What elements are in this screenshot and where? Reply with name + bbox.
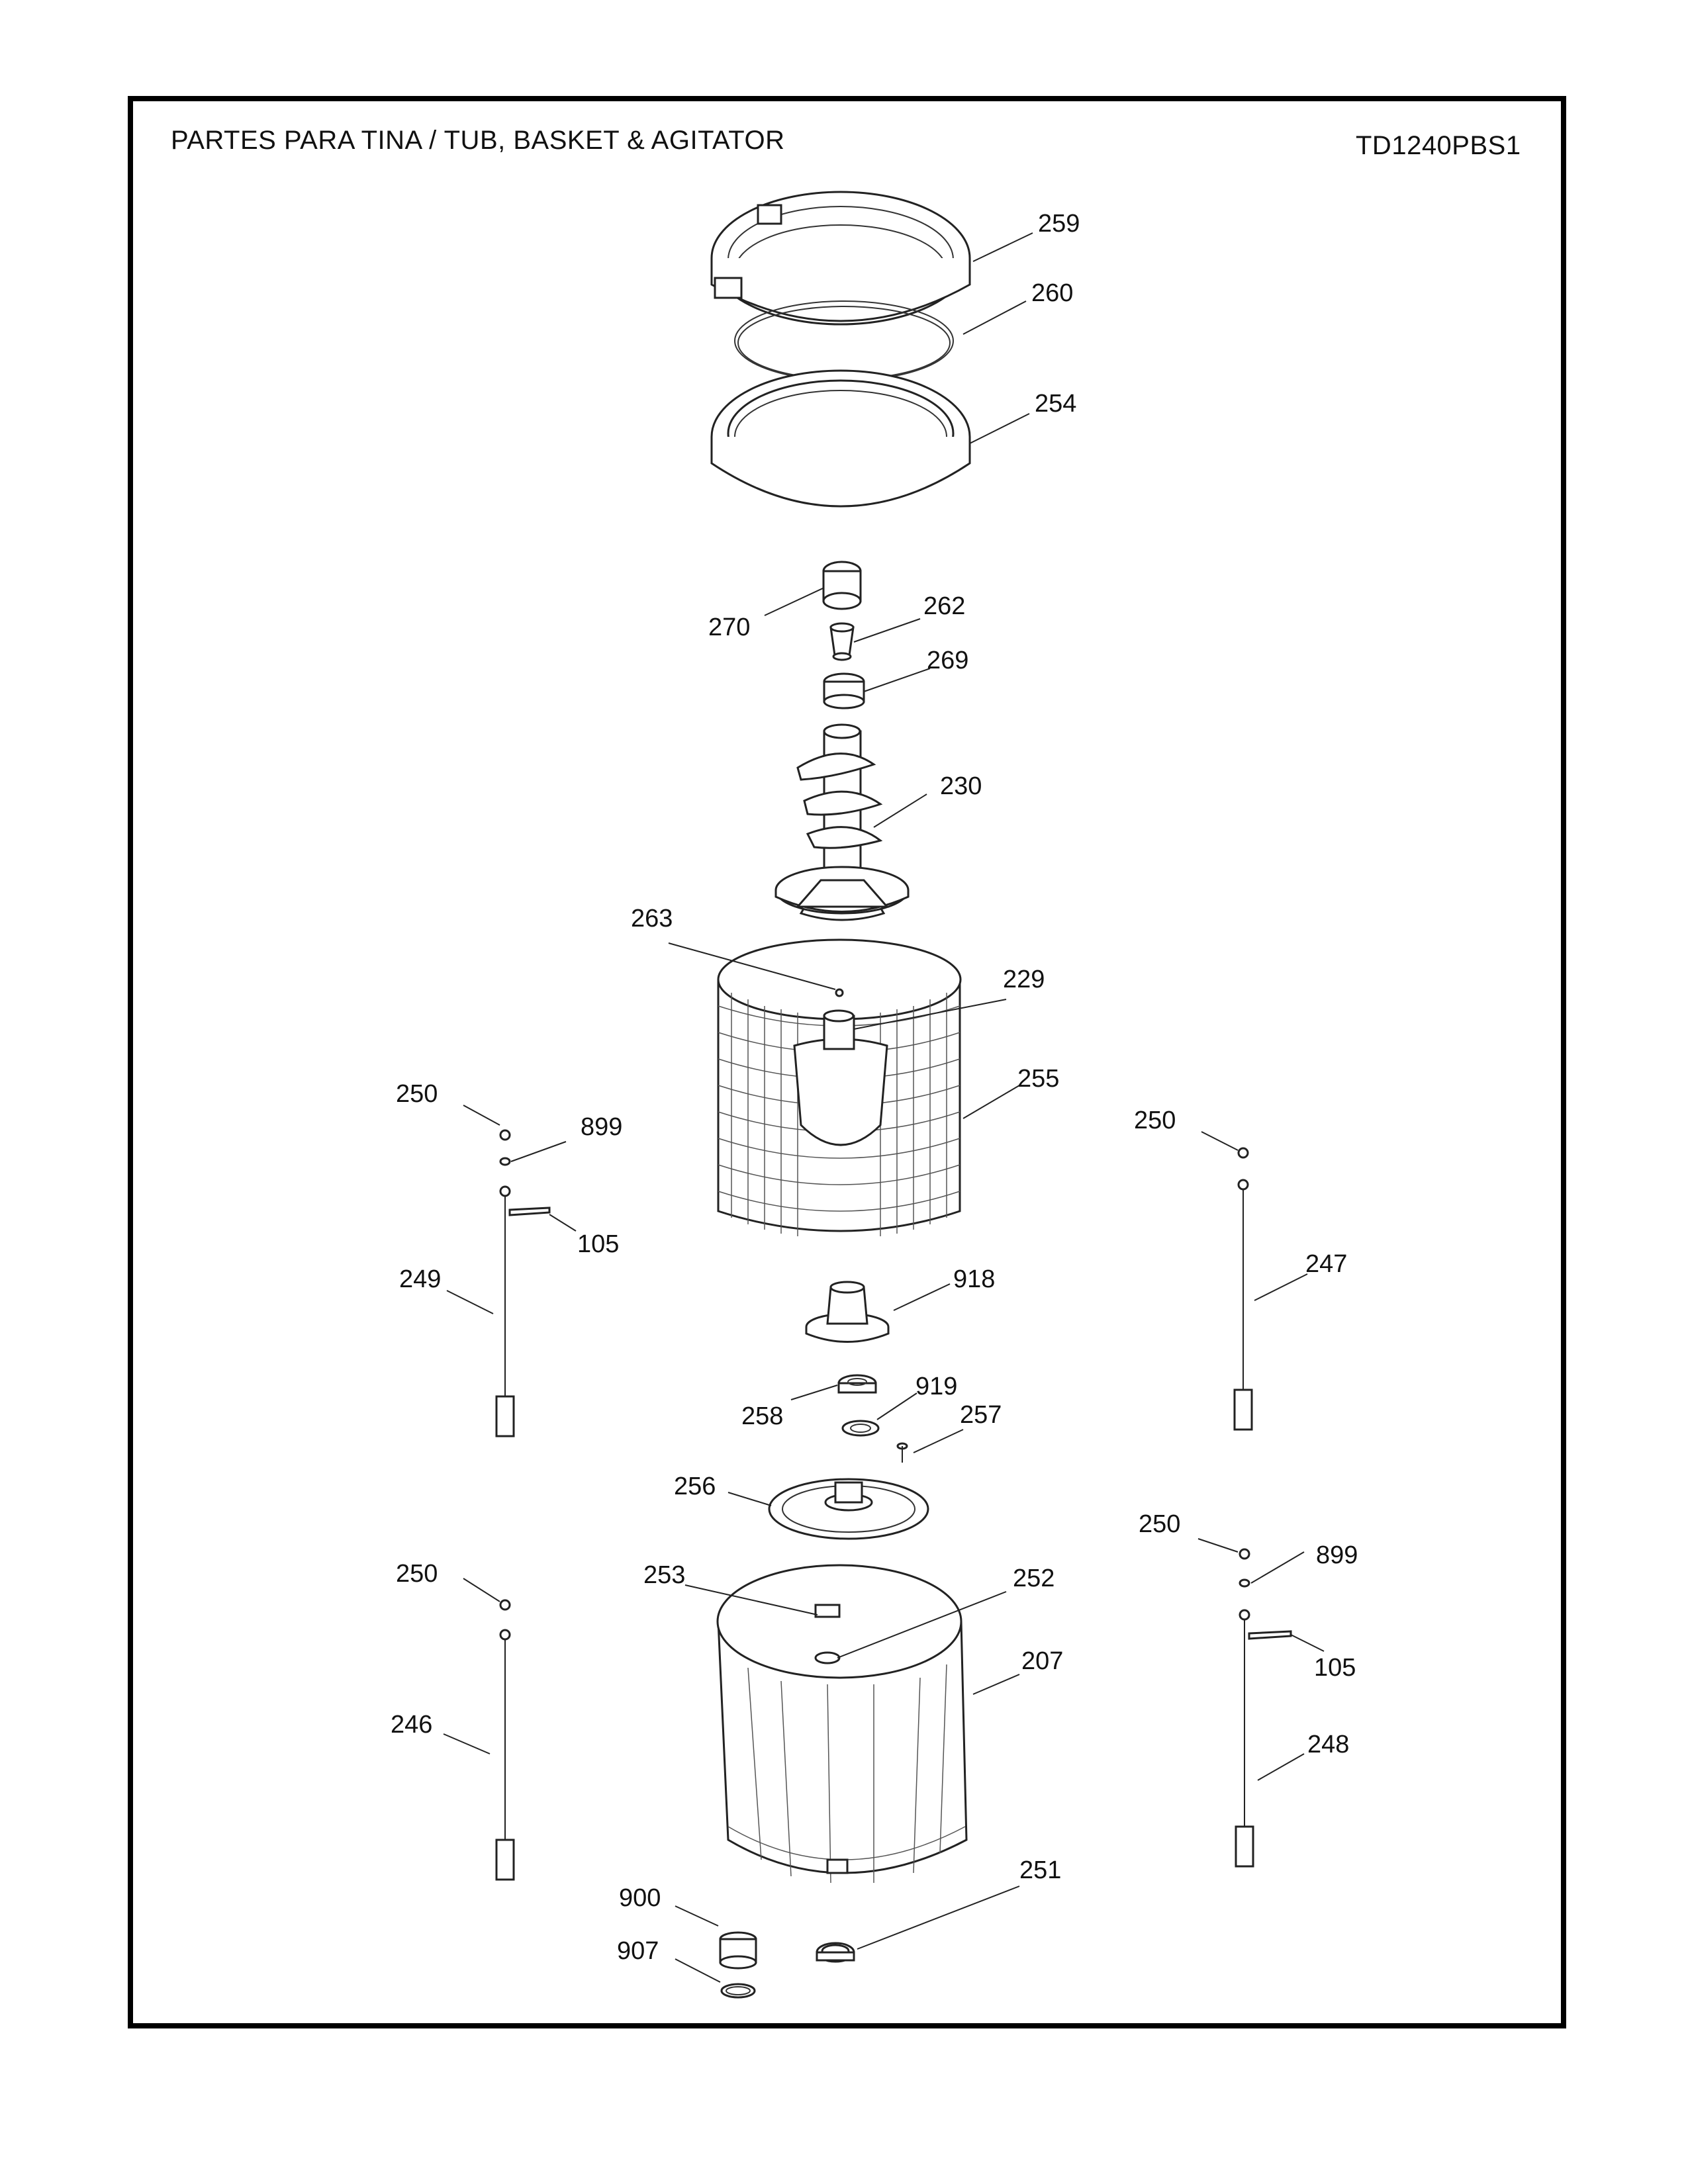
diagram-border [128, 96, 1566, 2028]
model-number: TD1240PBS1 [1356, 131, 1521, 160]
callout-255: 255 [1017, 1065, 1059, 1093]
suspension-rod-249 [495, 1129, 551, 1437]
leader-lines [443, 232, 1325, 1983]
part-257-screw [896, 1442, 908, 1463]
suspension-rod-247 [1233, 1147, 1253, 1431]
callout-105-right: 105 [1314, 1654, 1356, 1682]
part-258-nut [837, 1374, 877, 1394]
part-900-plug [719, 1931, 757, 1970]
callout-263: 263 [631, 905, 673, 933]
part-254-balance-ring [710, 369, 971, 508]
part-919-washer [841, 1420, 880, 1437]
callout-253: 253 [643, 1561, 685, 1589]
callout-229: 229 [1003, 966, 1045, 993]
part-251-seal [816, 1942, 855, 1963]
part-259-tub-cover [710, 191, 971, 326]
callout-899-right: 899 [1316, 1541, 1358, 1569]
callout-257: 257 [960, 1401, 1002, 1429]
part-907-oring [720, 1983, 756, 1999]
callout-918: 918 [953, 1265, 995, 1293]
part-256-plate [768, 1478, 929, 1540]
callout-262: 262 [923, 592, 965, 620]
callout-270: 270 [708, 614, 750, 641]
callout-919: 919 [915, 1373, 957, 1400]
callout-248: 248 [1307, 1731, 1349, 1758]
callout-105-left: 105 [577, 1230, 619, 1258]
callout-256: 256 [674, 1473, 716, 1500]
suspension-rod-246 [495, 1599, 515, 1881]
callout-230: 230 [940, 772, 982, 800]
callout-260: 260 [1031, 279, 1073, 307]
part-207-outer-tub [716, 1564, 968, 1884]
part-918-hub [805, 1281, 890, 1343]
callout-246: 246 [391, 1711, 432, 1739]
callout-250-upper-right: 250 [1134, 1107, 1176, 1134]
callout-269: 269 [927, 647, 968, 674]
part-269-cup [823, 672, 865, 709]
callout-207: 207 [1021, 1647, 1063, 1675]
callout-907: 907 [617, 1937, 659, 1965]
callout-899-left: 899 [581, 1113, 622, 1141]
callout-247: 247 [1305, 1250, 1347, 1278]
callout-labels: 259 260 254 270 262 269 230 263 229 255 … [391, 210, 1358, 1965]
part-270-agitator-cap [822, 561, 862, 610]
callout-254: 254 [1035, 390, 1076, 418]
part-262-cone [829, 622, 855, 661]
callout-249: 249 [399, 1265, 441, 1293]
callout-250-upper-left: 250 [396, 1080, 438, 1108]
callout-250-lower-left: 250 [396, 1560, 438, 1588]
callout-258: 258 [741, 1402, 783, 1430]
callout-259: 259 [1038, 210, 1080, 238]
callout-252: 252 [1013, 1565, 1055, 1592]
page-title: PARTES PARA TINA / TUB, BASKET & AGITATO… [171, 126, 785, 155]
callout-250-lower-right: 250 [1139, 1510, 1180, 1538]
suspension-rod-248 [1235, 1548, 1292, 1868]
callout-251: 251 [1019, 1856, 1061, 1884]
part-255-basket [717, 938, 962, 1236]
callout-900: 900 [619, 1884, 661, 1912]
part-230-agitator [774, 723, 910, 921]
